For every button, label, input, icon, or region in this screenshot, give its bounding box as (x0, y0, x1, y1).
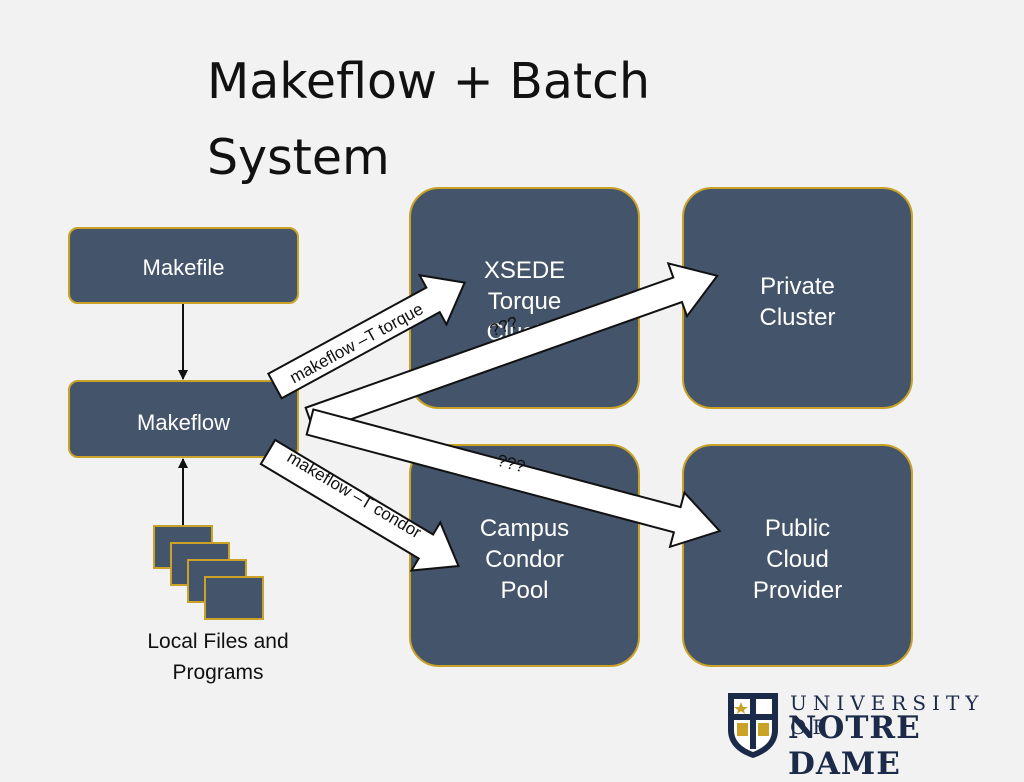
university-seal-icon (728, 693, 778, 758)
file-sheet (204, 576, 264, 620)
local-files-caption: Local Files and Programs (147, 630, 289, 684)
slide-title: Makeflow + Batch System (207, 53, 651, 186)
makeflow-box: Makeflow (68, 380, 299, 458)
public-cloud-provider-box: Public Cloud Provider (682, 444, 913, 667)
makefile-label: Makefile (142, 255, 225, 280)
makefile-box: Makefile (68, 227, 299, 304)
campus-condor-pool-label: Campus Condor Pool (479, 515, 570, 604)
public-block-arrow: ??? (305, 408, 722, 549)
private-block-arrow: ??? (304, 261, 719, 434)
private-cluster-box: Private Cluster (682, 187, 913, 409)
local-files-stack (153, 525, 264, 620)
logo-line1: UNIVERSITY OF (790, 691, 985, 739)
makeflow-label: Makeflow (137, 410, 230, 435)
logo-line2: NOTRE DAME (788, 710, 921, 782)
condor-arrow-label: makeflow –T condor (284, 447, 425, 542)
public-cloud-provider-label: Public Cloud Provider (752, 515, 843, 604)
private-cluster-label: Private Cluster (759, 273, 836, 331)
